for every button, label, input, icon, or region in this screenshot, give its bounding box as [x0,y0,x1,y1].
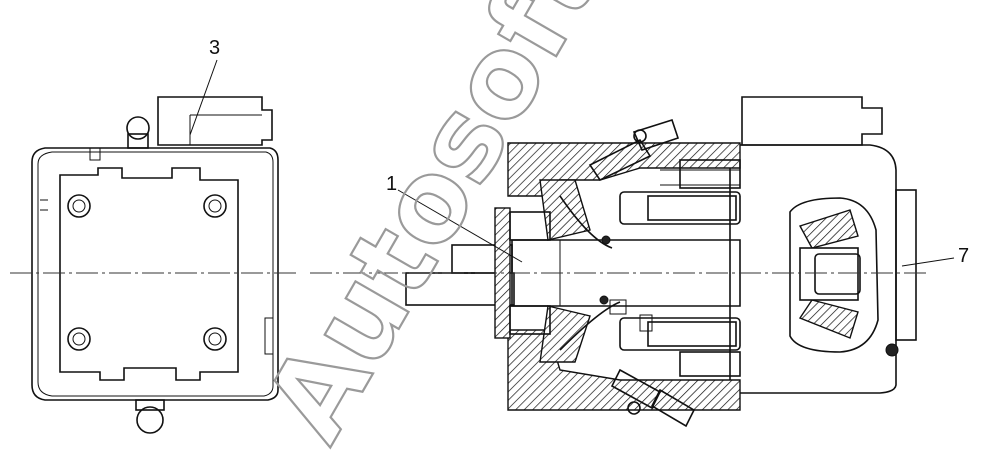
svg-text:3: 3 [209,37,220,59]
svg-text:1: 1 [386,173,397,195]
callout-3: 3 [189,37,220,136]
pistons-upper [619,159,741,225]
adjusting-screw-bottom [610,368,696,428]
callout-7: 7 [901,245,969,267]
callout-1: 1 [386,173,523,263]
pump-section-view [310,96,930,428]
adjusting-screw-top [588,119,680,182]
svg-text:7: 7 [958,245,969,267]
pump-end-view [10,96,300,434]
pistons-lower [619,317,741,377]
